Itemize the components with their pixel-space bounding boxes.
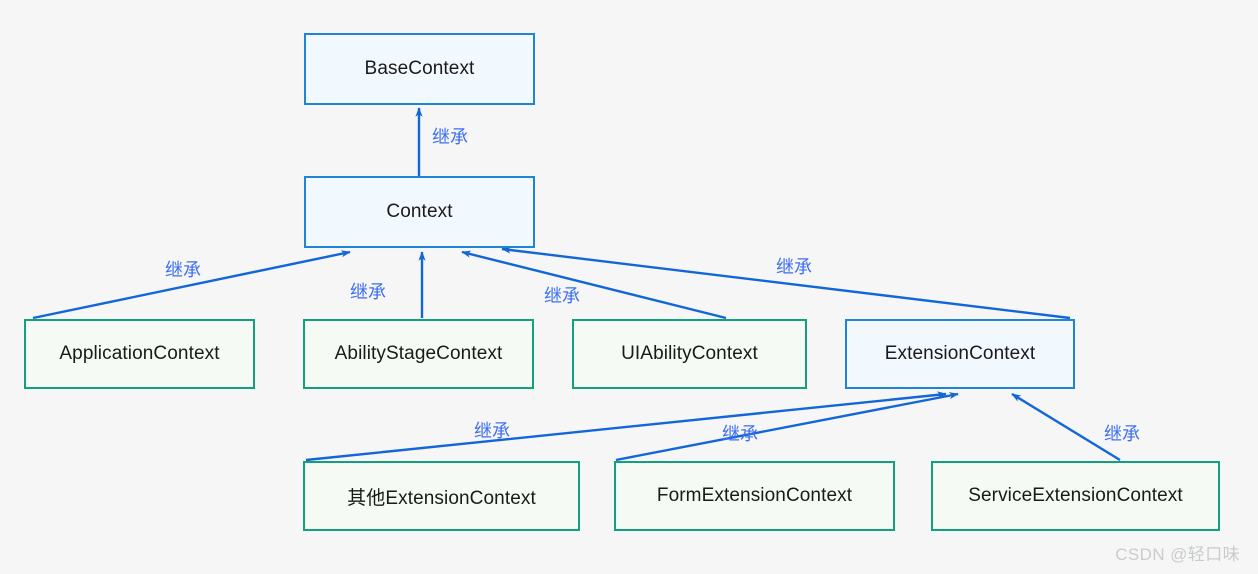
node-label: UIAbilityContext [621, 343, 758, 364]
node-form-extension-context[interactable]: FormExtensionContext [614, 461, 895, 531]
node-label: 其他ExtensionContext [347, 487, 536, 509]
edge-label-ability-stage-context-to-context: 继承 [350, 282, 386, 302]
node-extension-context[interactable]: ExtensionContext [845, 319, 1075, 389]
node-label: BaseContext [364, 58, 475, 79]
edge-label-other-extension-context-to-extension-context: 继承 [474, 421, 510, 441]
edge-extension-context-to-context [501, 246, 1071, 320]
node-context[interactable]: Context [304, 176, 535, 248]
edge-label-ui-ability-context-to-context: 继承 [544, 286, 580, 306]
node-label: ServiceExtensionContext [968, 485, 1183, 506]
node-ui-ability-context[interactable]: UIAbilityContext [572, 319, 807, 389]
node-other-extension-context[interactable]: 其他ExtensionContext [303, 461, 580, 531]
node-label: ExtensionContext [884, 343, 1036, 364]
edge-ui-ability-context-to-context [461, 250, 727, 320]
node-application-context[interactable]: ApplicationContext [24, 319, 255, 389]
edge-label-application-context-to-context: 继承 [165, 260, 201, 280]
edge-service-extension-context-to-extension-context [1011, 392, 1121, 462]
edge-other-extension-context-to-extension-context [305, 391, 947, 462]
node-label: ApplicationContext [59, 343, 220, 364]
node-ability-stage-context[interactable]: AbilityStageContext [303, 319, 534, 389]
node-label: FormExtensionContext [656, 485, 853, 506]
edge-label-service-extension-context-to-extension-context: 继承 [1104, 424, 1140, 444]
node-label: Context [386, 201, 453, 222]
edge-label-form-extension-context-to-extension-context: 继承 [722, 424, 758, 444]
edge-application-context-to-context [32, 250, 351, 320]
watermark: CSDN @轻口味 [1115, 545, 1240, 564]
node-label: AbilityStageContext [334, 343, 503, 364]
node-service-extension-context[interactable]: ServiceExtensionContext [931, 461, 1220, 531]
edge-label-context-to-base-context: 继承 [432, 127, 468, 147]
edge-label-extension-context-to-context: 继承 [776, 257, 812, 277]
edge-form-extension-context-to-extension-context [615, 392, 959, 462]
node-base-context[interactable]: BaseContext [304, 33, 535, 105]
